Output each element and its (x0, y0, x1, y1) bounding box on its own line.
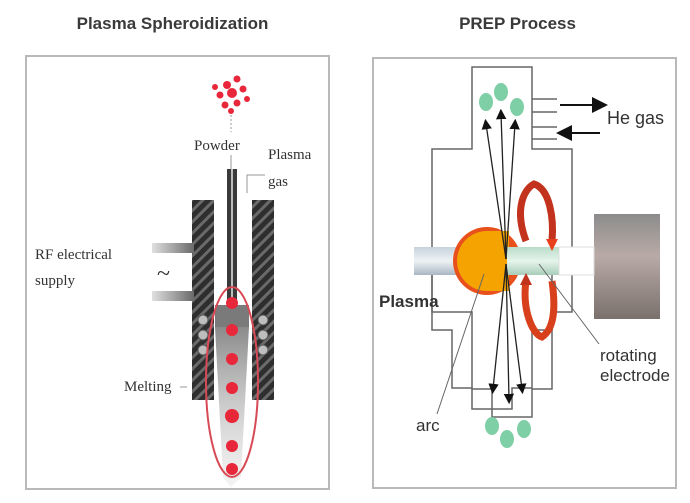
powder-label: Powder (194, 138, 240, 154)
plasma-spheroidization-title: Plasma Spheroidization (76, 14, 269, 33)
melting-label: Melting (124, 379, 172, 395)
plasma-core (457, 231, 509, 291)
particle-trajectories-down (488, 263, 527, 405)
prep-process-title: PREP Process (459, 14, 576, 33)
motor-housing (594, 214, 660, 319)
arc-label: arc (416, 416, 440, 435)
torch-coil-left (192, 200, 214, 400)
green-particles (479, 83, 531, 448)
rf-bar-bottom (152, 291, 194, 301)
plasma-label: Plasma (379, 292, 439, 311)
rotation-arrow-top (517, 180, 556, 243)
prep-process-diagram: He gas (379, 66, 670, 448)
prep-process-panel: He gas (372, 57, 677, 489)
plasma-gas-arrow (246, 174, 265, 193)
rotating-electrode (507, 247, 559, 275)
torch-coil-right (252, 200, 274, 400)
plasma-gas-label-line2: gas (268, 174, 288, 190)
he-gas-ports (532, 98, 557, 140)
he-gas-label: He gas (607, 108, 664, 128)
ac-symbol: ~ (157, 261, 170, 287)
rf-label-line1: RF electrical (35, 247, 112, 263)
particle-trajectories-up (481, 108, 520, 260)
molten-droplets (225, 297, 239, 475)
rotation-arrow-bottom (521, 280, 558, 341)
plasma-gas-label-line1: Plasma (268, 147, 312, 163)
electrode-shaft (558, 246, 595, 276)
rf-label-line2: supply (35, 273, 76, 289)
plasma-spheroidization-panel: Powder Plasma gas ~ RF electrical supply… (25, 55, 330, 490)
rf-bar-top (152, 243, 194, 253)
plasma-spheroidization-diagram: Powder Plasma gas ~ RF electrical supply… (35, 75, 312, 487)
powder-cluster (212, 75, 250, 114)
plasma-plume (215, 327, 249, 487)
arc-leader-line (436, 273, 485, 415)
coil-windings (197, 314, 269, 356)
rotating-label-line2: electrode (600, 366, 670, 385)
rotating-label-line1: rotating (600, 346, 657, 365)
rotating-electrode-leader-line (538, 263, 600, 345)
plasma-chamber (215, 305, 249, 327)
melting-zone-ellipse (205, 286, 259, 478)
